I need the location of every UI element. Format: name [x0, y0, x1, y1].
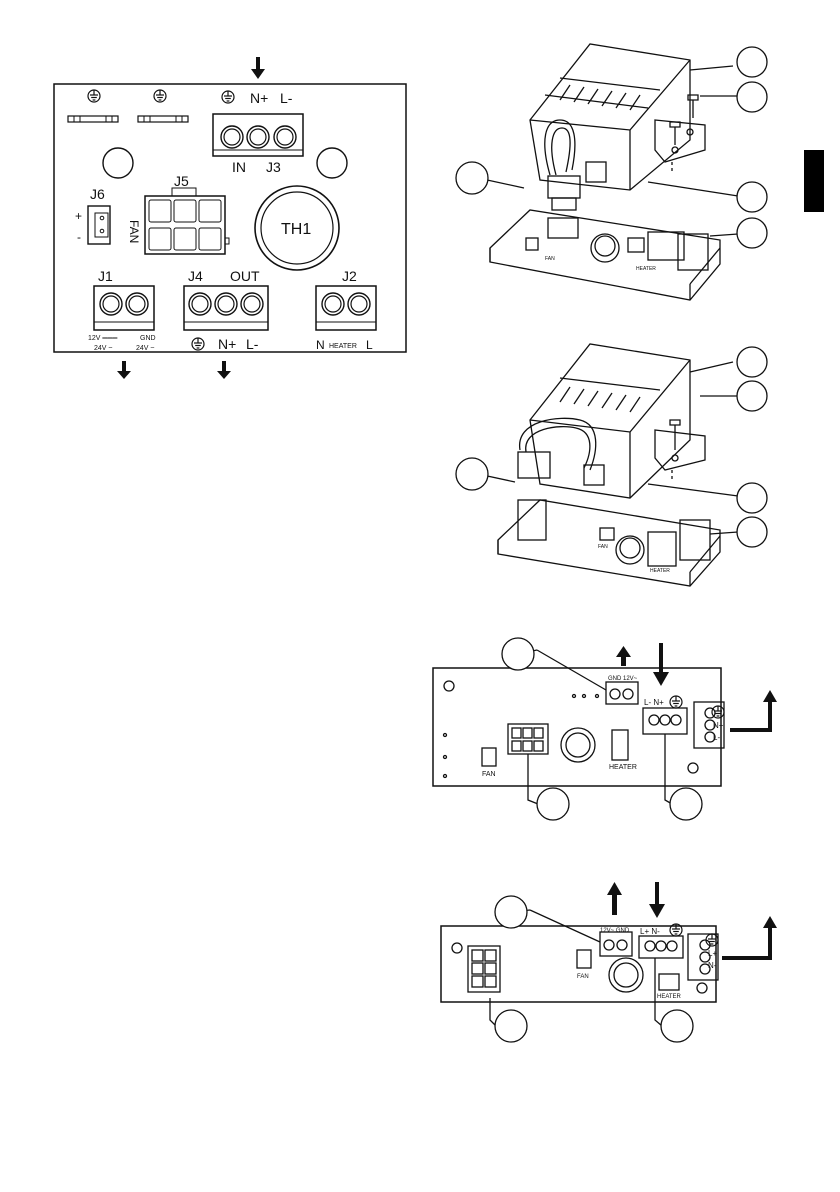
arrows-board-a — [616, 643, 777, 730]
board-b-side-n: N- — [708, 961, 717, 970]
callout-circles — [456, 347, 767, 547]
board-a-side-l: L- — [713, 733, 720, 742]
j4-pin-n: N+ — [218, 336, 236, 352]
exploded-view-2 — [478, 344, 740, 586]
board-a-fan: FAN — [482, 771, 496, 778]
board-b-fan: FAN — [577, 974, 589, 980]
connector-j3: N+ L- IN J3 — [213, 90, 303, 175]
j1-label-24v-a: 24V ~ — [94, 345, 113, 352]
th1-label: TH1 — [281, 221, 311, 238]
earth-symbol — [192, 338, 204, 350]
board-b-heater: HEATER — [657, 994, 682, 1000]
j6-name: FAN — [127, 220, 141, 243]
board-a-out-label: GND 12V~ — [608, 676, 638, 682]
pcb-fan-label: FAN — [598, 544, 608, 550]
earth-symbol — [88, 90, 100, 102]
connector-j4: J4 OUT N+ L- — [184, 268, 268, 352]
j4-pin-l: L- — [246, 336, 259, 352]
j6-designator: J6 — [90, 186, 105, 202]
j3-in-label: IN — [232, 159, 246, 175]
language-tab — [804, 150, 824, 212]
j1-label-gnd: GND — [140, 335, 156, 342]
callout-circles — [456, 47, 767, 248]
thermistor-th1: TH1 — [255, 186, 339, 270]
board-bottom-a — [433, 650, 724, 804]
fuse-holder — [68, 116, 118, 122]
j4-out-label: OUT — [230, 268, 260, 284]
board-top-layout: N+ L- IN J3 J6 + - FAN J5 — [54, 57, 406, 379]
j2-right: L — [366, 338, 373, 352]
pcb-fan-label: FAN — [545, 256, 555, 262]
board-a-side-n: N+ — [713, 721, 724, 730]
board-a-in-label: L- N+ — [644, 698, 664, 707]
exploded-view-1 — [478, 44, 740, 300]
output-arrow — [117, 361, 131, 379]
j3-designator: J3 — [266, 159, 281, 175]
pcb-outline — [54, 84, 406, 352]
j3-pin-n: N+ — [250, 90, 268, 106]
mounting-hole — [317, 148, 347, 178]
callout-circles — [495, 896, 693, 1042]
j2-left: N — [316, 338, 325, 352]
j1-label-24v-b: 24V ~ — [136, 345, 155, 352]
j4-designator: J4 — [188, 268, 203, 284]
board-a-heater: HEATER — [609, 764, 637, 771]
output-arrow — [217, 361, 231, 379]
j3-pin-l: L- — [280, 90, 293, 106]
j6-minus: - — [77, 230, 81, 244]
j2-heater: HEATER — [329, 343, 357, 350]
board-b-in-label: L+ N- — [640, 927, 660, 936]
connector-j5: J5 — [145, 173, 229, 254]
pcb-heater-label: HEATER — [650, 568, 670, 574]
board-b-out-label: 12V~ GND — [600, 928, 630, 934]
j5-designator: J5 — [174, 173, 189, 189]
input-arrow — [251, 57, 265, 79]
j1-designator: J1 — [98, 268, 113, 284]
j6-plus: + — [75, 209, 82, 223]
pcb-heater-label: HEATER — [636, 266, 656, 272]
j2-designator: J2 — [342, 268, 357, 284]
earth-symbol — [222, 91, 234, 103]
connector-j2-heater: J2 N HEATER L — [316, 268, 376, 352]
connector-j6-fan: J6 + - FAN — [75, 186, 141, 244]
fuse-holder — [138, 116, 188, 122]
earth-symbol — [154, 90, 166, 102]
mounting-hole — [103, 148, 133, 178]
connector-j1: J1 12V ═══ 24V ~ GND 24V ~ — [88, 268, 156, 352]
j1-label-12v: 12V ═══ — [88, 335, 117, 342]
board-b-side-l: L+ — [708, 949, 717, 958]
